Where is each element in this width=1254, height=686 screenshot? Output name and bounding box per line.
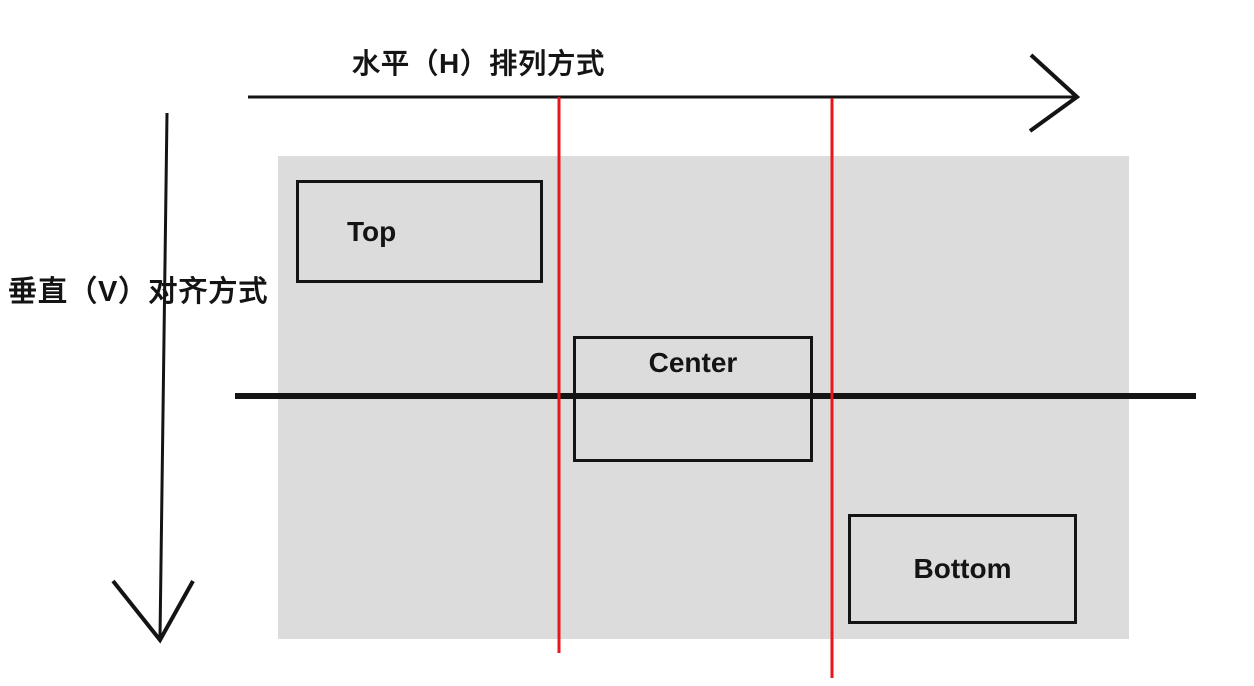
bottom-box-label: Bottom <box>913 553 1012 584</box>
center-box: Center <box>573 336 813 462</box>
top-box: Top <box>296 180 543 283</box>
horizontal-axis-arrow-icon <box>248 53 1081 133</box>
bottom-box: Bottom <box>848 514 1077 624</box>
top-box-label: Top <box>347 215 397 247</box>
horizontal-axis-label: 水平（H）排列方式 <box>352 48 606 79</box>
vertical-axis-arrow-icon <box>111 112 195 644</box>
center-box-label: Center <box>648 347 738 378</box>
vertical-axis-label: 垂直（V）对齐方式 <box>8 276 269 308</box>
